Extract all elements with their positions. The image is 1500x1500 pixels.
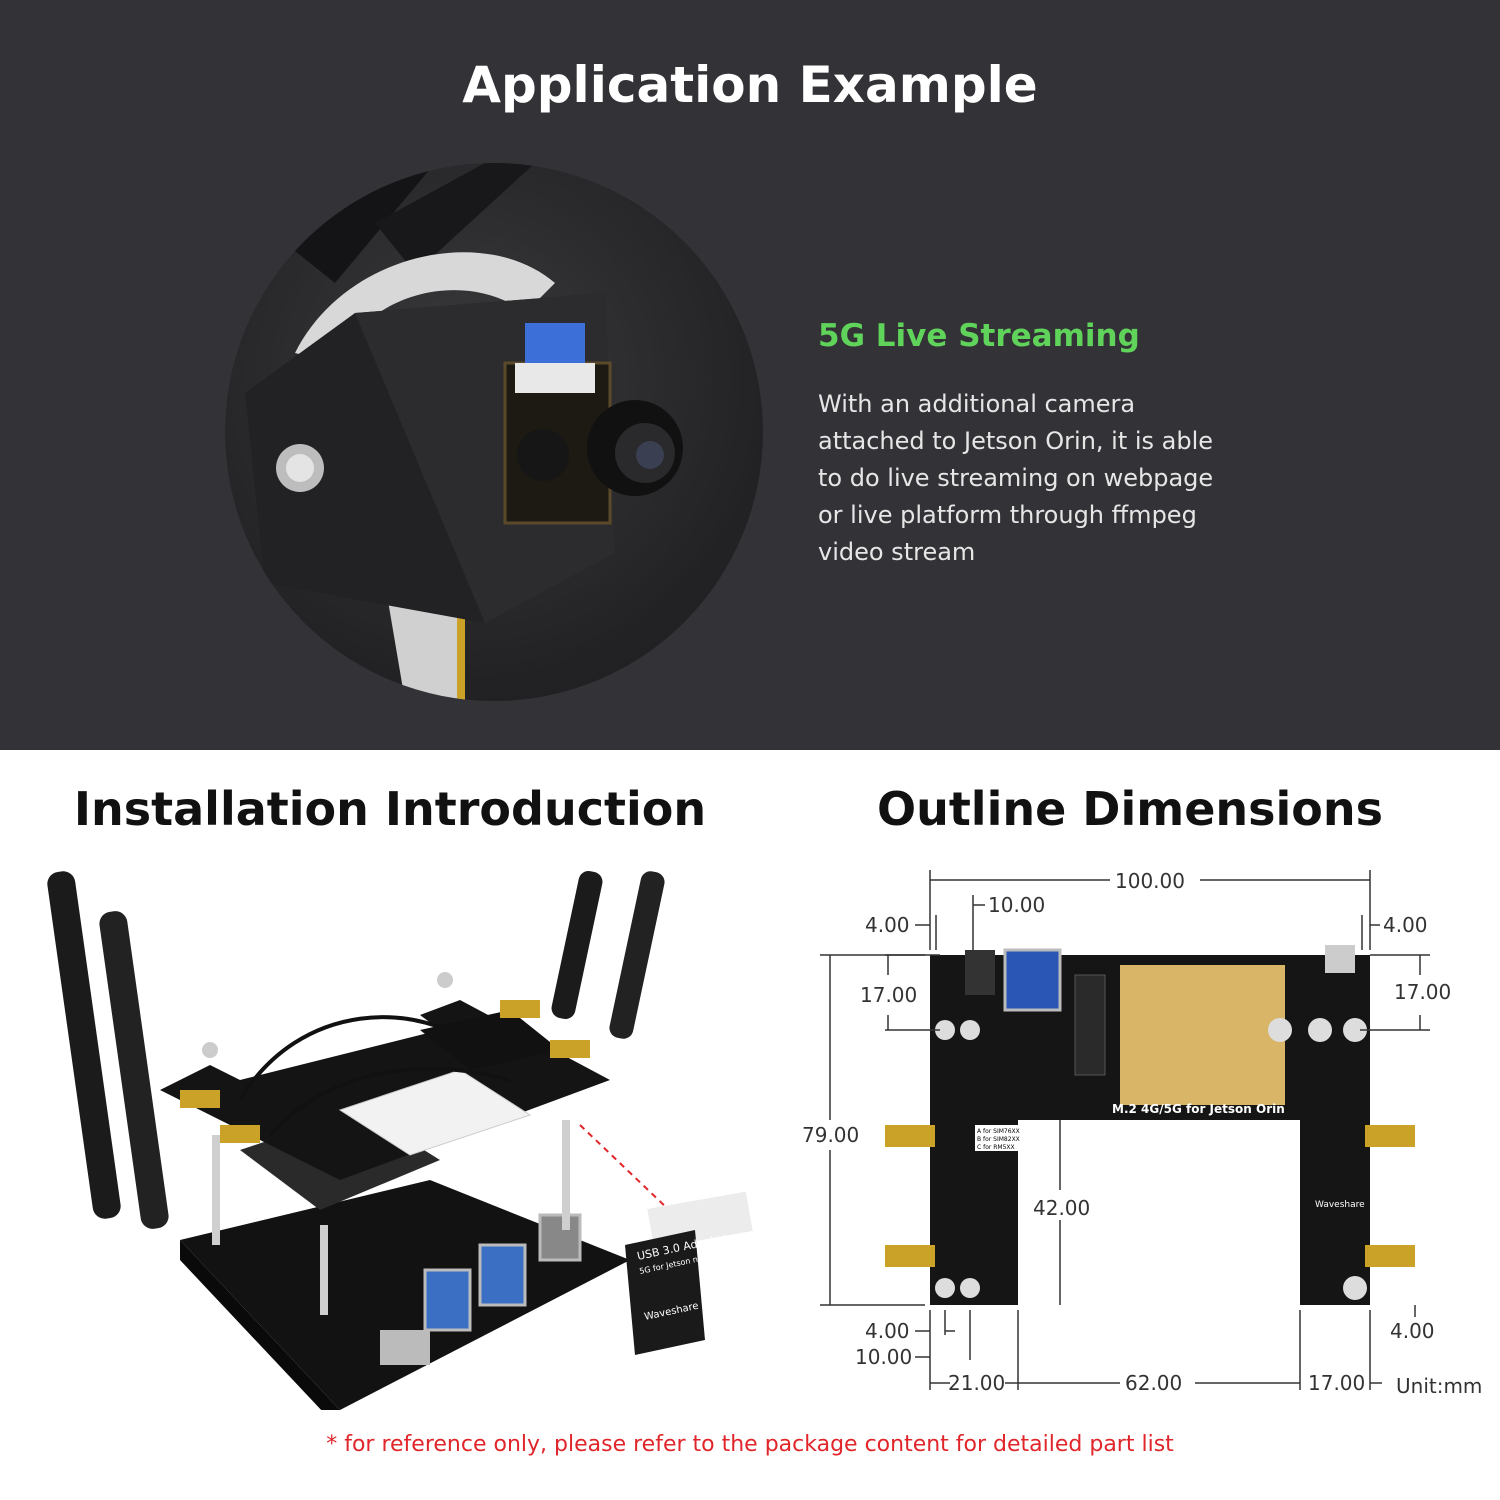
sma-connector (885, 1125, 935, 1147)
board-brand: Waveshare (1315, 1200, 1365, 1210)
sma-connector (180, 1090, 220, 1108)
feature-line: or live platform through ffmpeg (818, 501, 1197, 529)
sma-connector (550, 1040, 590, 1058)
sim-label: A for SIM76XX (977, 1128, 1020, 1135)
feature-description: With an additional camera attached to Je… (818, 386, 1258, 571)
reference-note: * for reference only, please refer to th… (326, 1432, 1174, 1457)
dim-slot-height: 42.00 (1033, 1196, 1090, 1220)
dim-right-vert-top: 17.00 (1394, 980, 1451, 1004)
dim-height-total: 79.00 (802, 1123, 859, 1147)
dim-width-total: 100.00 (1115, 869, 1185, 893)
sim-label: C for RM5XX (977, 1144, 1015, 1151)
5g-module (338, 1069, 532, 1156)
sma-connector (1365, 1125, 1415, 1147)
installation-illustration: USB 3.0 Adapter 5G for Jetson nano Waves… (40, 850, 760, 1430)
feature-title: 5G Live Streaming (818, 318, 1140, 354)
dim-bottom-21: 21.00 (948, 1371, 1005, 1395)
outline-dimensions-diagram: A for SIM76XX B for SIM82XX C for RM5XX … (790, 855, 1490, 1415)
application-example-title: Application Example (462, 56, 1038, 114)
carrier-board (180, 1180, 630, 1410)
dim-bottom-left-4: 4.00 (865, 1319, 910, 1343)
usb-port (1003, 948, 1062, 1012)
usb-adapter-board (625, 1230, 705, 1355)
usb-c-port (1325, 945, 1355, 973)
usb-port (478, 1243, 527, 1307)
sma-connector (1365, 1245, 1415, 1267)
usb-port (423, 1268, 472, 1332)
dim-right-edge-top: 4.00 (1383, 913, 1428, 937)
installation-drawing: USB 3.0 Adapter 5G for Jetson nano Waves… (47, 871, 753, 1430)
antenna (609, 871, 665, 1039)
sma-connector (885, 1245, 935, 1267)
camera-photo (225, 163, 763, 701)
dim-bottom-62: 62.00 (1125, 1371, 1182, 1395)
sim-label: B for SIM82XX (977, 1136, 1020, 1143)
module-area (1120, 965, 1285, 1105)
hdmi-port (380, 1330, 430, 1365)
antenna (99, 911, 169, 1229)
installation-title: Installation Introduction (73, 782, 707, 836)
application-example-section: Application Example 5G Liv (0, 0, 1500, 750)
outline-title: Outline Dimensions (876, 782, 1384, 836)
sma-connector (500, 1000, 540, 1018)
dimension-drawing: A for SIM76XX B for SIM82XX C for RM5XX … (802, 869, 1482, 1398)
dim-bottom-left-10: 10.00 (855, 1345, 912, 1369)
dim-left-hole-offset: 10.00 (988, 893, 1045, 917)
antenna (47, 871, 121, 1219)
dim-bottom-17: 17.00 (1308, 1371, 1365, 1395)
5g-hat-board (160, 1000, 610, 1180)
feature-line: to do live streaming on webpage (818, 464, 1214, 492)
ethernet-port (538, 1213, 582, 1262)
dim-left-edge-top: 4.00 (865, 913, 910, 937)
board-label: M.2 4G/5G for Jetson Orin (1112, 1102, 1285, 1116)
unit-label: Unit:mm (1396, 1374, 1482, 1398)
feature-line: With an additional camera (818, 390, 1136, 418)
feature-line: attached to Jetson Orin, it is able (818, 427, 1214, 455)
dim-left-vert-top: 17.00 (860, 983, 917, 1007)
sma-connector (220, 1125, 260, 1143)
feature-line: video stream (818, 538, 976, 566)
dim-bottom-right-4: 4.00 (1390, 1319, 1435, 1343)
antenna (551, 871, 603, 1019)
camera-illustration (245, 163, 683, 701)
usb-plug (647, 1191, 753, 1249)
